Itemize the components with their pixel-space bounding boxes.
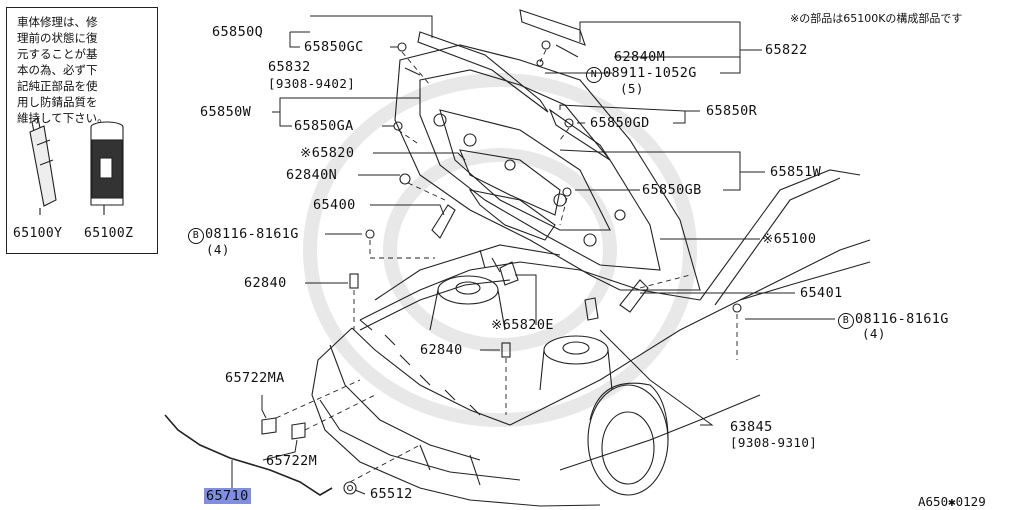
nut-mark-n: N xyxy=(586,67,602,83)
part-label-62840M: 62840M xyxy=(614,49,666,65)
part-label-65820E: ※65820E xyxy=(491,317,554,333)
part-label-08116-right-qty: (4) xyxy=(862,326,886,341)
part-label-65850GD: 65850GD xyxy=(590,115,650,131)
part-label-08911-qty: (5) xyxy=(620,81,644,96)
part-label-65832-range: [9308-9402] xyxy=(268,76,356,91)
part-label-65100Z: 65100Z xyxy=(84,226,134,241)
part-label-65850GA: 65850GA xyxy=(294,118,354,134)
fastener-set xyxy=(261,40,742,495)
part-label-65851W: 65851W xyxy=(770,164,822,180)
part-label-65850W: 65850W xyxy=(200,104,252,120)
part-label-65850Q: 65850Q xyxy=(212,24,264,40)
watermark-emblem xyxy=(303,73,697,427)
part-label-65850GC: 65850GC xyxy=(304,39,364,55)
header-note: ※の部品は65100Kの構成部品です xyxy=(790,12,963,25)
hood-hinge-left xyxy=(431,204,456,239)
hood-opener-cable xyxy=(164,414,333,496)
part-label-65722MA: 65722MA xyxy=(225,370,285,386)
part-label-65832: 65832 xyxy=(268,59,311,75)
spray-can-illustration xyxy=(90,121,124,215)
part-label-65722M: 65722M xyxy=(266,453,318,469)
hood-strip-left xyxy=(417,31,549,113)
part-label-65401: 65401 xyxy=(800,285,843,301)
assembly-dash-lines xyxy=(275,49,738,483)
figure-code: A650✱0129 xyxy=(918,494,986,509)
part-label-08116-left-qty: (4) xyxy=(206,242,230,257)
part-label-65710[interactable]: 65710 xyxy=(204,488,251,504)
part-label-65850R: 65850R xyxy=(706,103,758,119)
part-label-62840-mid: 62840 xyxy=(420,342,463,358)
hood-hinge-right xyxy=(619,279,649,313)
part-label-65822: 65822 xyxy=(765,42,808,58)
part-label-65400: 65400 xyxy=(313,197,356,213)
rust-prevention-note-text: 車体修理は、修 理前の状態に復 元することが基 本の為、必ず下 記純正部品を使 … xyxy=(17,15,109,125)
part-label-63845-range: [9308-9310] xyxy=(730,435,818,450)
bolt-mark-b-right: B xyxy=(838,313,854,329)
sealant-tube-illustration xyxy=(29,117,57,215)
highlighted-part-65710[interactable]: 65710 xyxy=(204,488,251,504)
part-label-65512: 65512 xyxy=(370,486,413,502)
part-label-65850GB: 65850GB xyxy=(642,182,702,198)
bolt-mark-b-left: B xyxy=(188,228,204,244)
leader-lines xyxy=(231,15,835,495)
part-label-63845: 63845 xyxy=(730,419,773,435)
rust-prevention-note-box: 車体修理は、修 理前の状態に復 元することが基 本の為、必ず下 記純正部品を使 … xyxy=(6,7,158,254)
hood-lock-bracket xyxy=(499,261,519,286)
part-label-65820: ※65820 xyxy=(300,145,355,161)
hood-panel xyxy=(394,44,701,291)
hood-strip-right xyxy=(548,108,611,161)
part-label-62840-left: 62840 xyxy=(244,275,287,291)
part-label-65100Y: 65100Y xyxy=(13,226,63,241)
part-label-65100: ※65100 xyxy=(762,231,817,247)
part-label-62840N: 62840N xyxy=(286,167,338,183)
hood-strip-top xyxy=(519,9,586,46)
striker-bracket xyxy=(584,297,599,321)
